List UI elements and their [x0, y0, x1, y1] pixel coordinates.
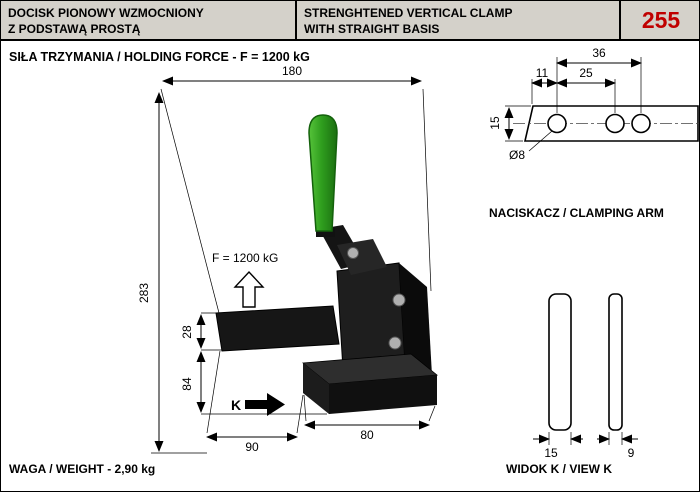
dim-base-left-value: 90: [245, 440, 259, 454]
clamp-arm-bar: [215, 305, 340, 352]
dim-edge-offset-value: 11: [536, 66, 549, 80]
clamp-drawing: 180 283 28 84 90 80: [137, 64, 439, 454]
dim-profile-left-value: 15: [544, 446, 558, 460]
dim-base-left: 90: [206, 432, 298, 454]
clamping-arm-drawing: 36 25 11 15 Ø8: [488, 46, 699, 162]
view-k-drawing: 15 9: [533, 293, 638, 460]
dim-profile-right: 9: [597, 434, 638, 460]
profile-left: [548, 293, 572, 431]
dim-base-height: 84: [180, 351, 206, 413]
extension-lines: [151, 88, 436, 454]
bolt-top: [347, 247, 359, 259]
dim-total-width-value: 180: [282, 64, 302, 78]
arm-hole-1: [547, 113, 567, 134]
drawing-sheet: 180 283 28 84 90 80: [137, 46, 699, 460]
view-k-extension-lines: [548, 432, 623, 445]
arm-hole-3: [631, 113, 651, 134]
view-k-letter: K: [231, 397, 241, 413]
dim-bar-width: 15: [488, 107, 514, 140]
dim-hole-span-value: 36: [592, 46, 606, 60]
dim-base-right: 80: [304, 420, 430, 442]
toggle-plate: [337, 239, 387, 275]
dim-total-width: 180: [162, 64, 422, 86]
arm-hole-2: [605, 113, 625, 134]
dim-bar-width-value: 15: [488, 116, 502, 130]
dim-profile-right-value: 9: [628, 446, 635, 460]
dim-hole-pitch: 25: [556, 66, 616, 88]
dim-edge-offset: 11: [531, 66, 558, 88]
clamping-arm-label: NACISKACZ / CLAMPING ARM: [489, 206, 664, 220]
view-k-marker: K: [231, 393, 285, 416]
dim-profile-left: 15: [533, 434, 583, 460]
force-value: F = 1200 kG: [212, 251, 278, 265]
header: DOCISK PIONOWY WZMOCNIONY Z PODSTAWĄ PRO…: [1, 1, 699, 41]
holding-force-label: SIŁA TRZYMANIA / HOLDING FORCE - F = 120…: [9, 50, 310, 64]
product-number: 255: [641, 6, 681, 33]
weight-label: WAGA / WEIGHT - 2,90 kg: [9, 462, 156, 476]
bolt-lower: [388, 336, 402, 350]
title-polish: DOCISK PIONOWY WZMOCNIONY Z PODSTAWĄ PRO…: [1, 1, 297, 39]
dim-hole-span: 36: [556, 46, 642, 68]
force-annotation: F = 1200 kG: [212, 251, 278, 308]
handle-green: [308, 114, 338, 232]
dim-base-height-value: 84: [180, 377, 194, 391]
profile-right: [608, 293, 623, 431]
title-polish-line2: Z PODSTAWĄ PROSTĄ: [8, 22, 141, 37]
dim-arm-section-value: 28: [180, 325, 194, 339]
handle-socket: [316, 227, 335, 237]
view-k-arrow-icon: [245, 393, 285, 416]
title-polish-line1: DOCISK PIONOWY WZMOCNIONY: [8, 6, 204, 20]
bolt-upper: [392, 293, 406, 307]
title-english: STRENGHTENED VERTICAL CLAMP WITH STRAIGH…: [297, 1, 621, 39]
dim-hole-diameter-value: Ø8: [509, 148, 525, 162]
force-up-arrow-icon: [233, 270, 265, 308]
base-end-face: [303, 363, 329, 414]
base-front-face: [329, 375, 437, 414]
view-k-label: WIDOK K / VIEW K: [506, 462, 612, 476]
title-english-line2: WITH STRAIGHT BASIS: [304, 22, 440, 37]
dim-hole-pitch-value: 25: [579, 66, 593, 80]
dim-total-height-value: 283: [137, 283, 151, 303]
dim-arm-section: 28: [180, 314, 206, 349]
clamp-body: [215, 114, 439, 414]
title-english-line1: STRENGHTENED VERTICAL CLAMP: [304, 6, 513, 20]
dim-base-right-value: 80: [360, 428, 374, 442]
dim-hole-diameter: Ø8: [509, 130, 553, 162]
dim-total-height: 283: [137, 92, 164, 452]
